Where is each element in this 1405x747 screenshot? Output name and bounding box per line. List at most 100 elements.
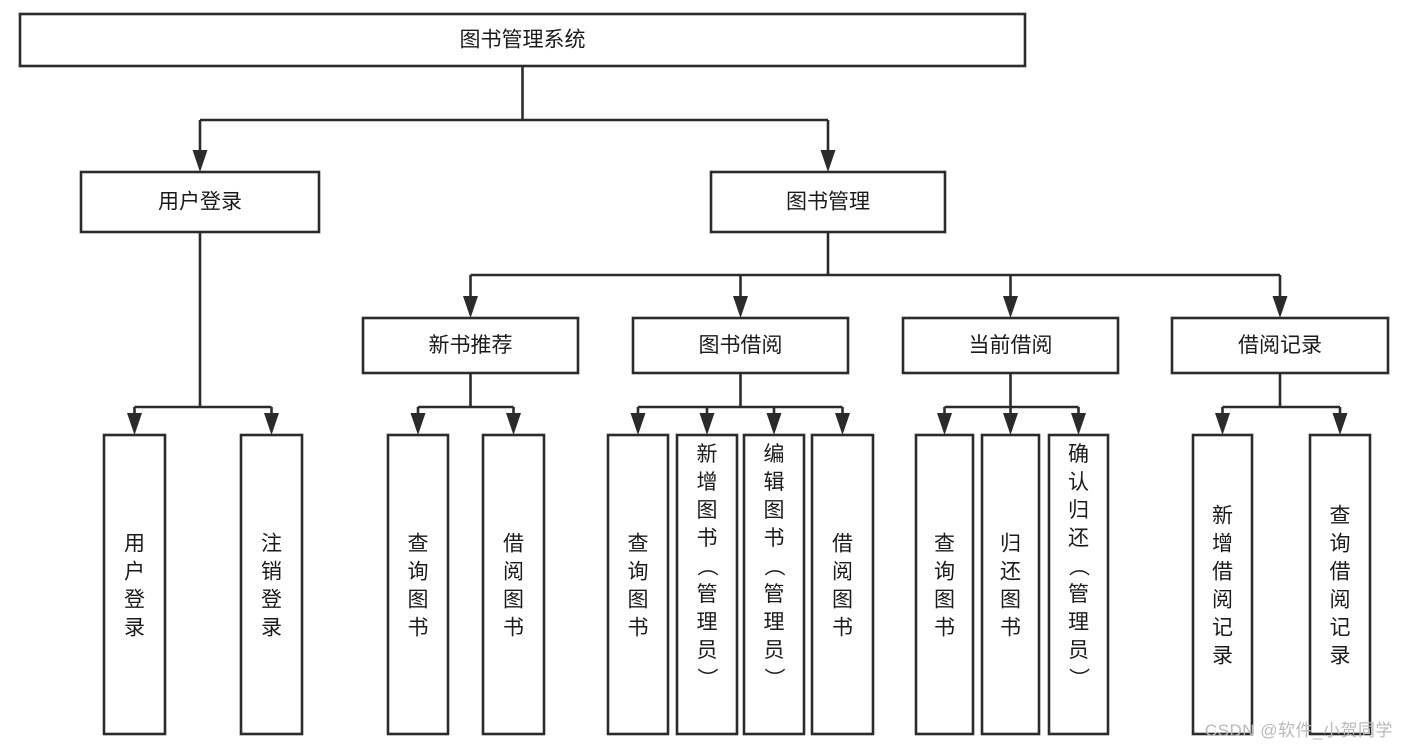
node-label-char: 增	[1212, 532, 1233, 555]
node-label-char: 管	[697, 583, 718, 606]
arrow-head-icon	[1332, 413, 1348, 435]
node-label-char: 询	[934, 560, 955, 583]
node-label-char: 录	[261, 616, 282, 639]
node-label-char: 还	[1068, 527, 1089, 550]
node-box-user-login[interactable]	[79, 170, 321, 234]
node-leaf-user-login[interactable]: 用户登录	[102, 433, 167, 736]
node-book-manage[interactable]: 图书管理	[709, 170, 947, 234]
node-label-char: 阅	[1330, 588, 1351, 611]
arrow-head-icon	[630, 413, 646, 435]
node-label-char: 查	[408, 532, 429, 555]
node-label-char: 询	[1330, 532, 1351, 555]
node-box-leaf-user-login[interactable]	[102, 433, 167, 736]
node-user-login[interactable]: 用户登录	[79, 170, 321, 234]
node-root[interactable]: 图书管理系统	[18, 12, 1027, 68]
node-box-leaf-confirm-return-admin[interactable]	[1047, 433, 1110, 736]
node-label-char: 图	[503, 588, 524, 611]
node-label-char: 询	[408, 560, 429, 583]
node-book-borrow[interactable]: 图书借阅	[631, 316, 850, 375]
node-borrow-record[interactable]: 借阅记录	[1170, 316, 1390, 375]
node-label-char: 借	[1330, 560, 1351, 583]
node-box-leaf-add-borrow-record[interactable]	[1191, 433, 1254, 736]
node-label-char: 管	[764, 583, 785, 606]
node-box-leaf-query-book-current[interactable]	[914, 433, 975, 736]
node-label-user-login: 用户登录	[158, 191, 242, 214]
node-label-char: 书	[503, 616, 524, 639]
node-label-char: 查	[628, 532, 649, 555]
node-box-leaf-logout[interactable]	[239, 433, 304, 736]
node-label-char: 记	[1330, 616, 1351, 639]
node-boxes: 图书管理系统用户登录图书管理新书推荐图书借阅当前借阅借阅记录用户登录注销登录查询…	[18, 12, 1390, 736]
node-label-char: 借	[832, 532, 853, 555]
node-label-char: 借	[503, 532, 524, 555]
arrow-head-icon	[1003, 413, 1018, 435]
node-box-book-manage[interactable]	[709, 170, 947, 234]
node-box-book-borrow[interactable]	[631, 316, 850, 375]
node-box-leaf-borrow-book[interactable]	[810, 433, 875, 736]
node-box-leaf-edit-book-admin[interactable]	[742, 433, 806, 736]
node-label-char: 理	[1068, 611, 1089, 634]
node-label-char: 阅	[503, 560, 524, 583]
node-label-char: 查	[934, 532, 955, 555]
node-label-char: 图	[408, 588, 429, 611]
arrow-head-icon	[506, 413, 521, 435]
node-box-leaf-return-book[interactable]	[980, 433, 1041, 736]
node-label-char: 录	[1212, 644, 1233, 667]
node-label-char: 图	[934, 588, 955, 611]
node-new-book-recommend[interactable]: 新书推荐	[361, 316, 580, 375]
node-label-char: ）	[762, 668, 785, 689]
node-label-char: 户	[124, 560, 145, 583]
node-label-char: 图	[832, 588, 853, 611]
arrow-head-icon	[1272, 296, 1288, 318]
arrow-head-icon	[1003, 296, 1018, 318]
node-box-new-book-recommend[interactable]	[361, 316, 580, 375]
node-label-char: 员	[764, 639, 785, 662]
node-label-char: 书	[408, 616, 429, 639]
node-label-char: ）	[695, 668, 718, 689]
arrow-head-icon	[192, 150, 208, 172]
node-label-char: 新	[1212, 504, 1233, 527]
node-label-book-manage: 图书管理	[786, 191, 870, 214]
node-box-leaf-query-book-borrow[interactable]	[606, 433, 670, 736]
node-label-char: 阅	[832, 560, 853, 583]
node-box-borrow-record[interactable]	[1170, 316, 1390, 375]
node-label-char: 员	[697, 639, 718, 662]
node-label-char: 书	[628, 616, 649, 639]
node-label-char: （	[762, 556, 785, 577]
node-label-char: 归	[1000, 532, 1021, 555]
arrow-head-icon	[410, 413, 426, 435]
node-label-book-borrow: 图书借阅	[699, 334, 783, 357]
node-box-root[interactable]	[18, 12, 1027, 68]
node-box-leaf-add-book-admin[interactable]	[675, 433, 739, 736]
arrow-head-icon	[1071, 413, 1086, 435]
node-label-char: 借	[1212, 560, 1233, 583]
node-label-char: 编	[764, 443, 785, 466]
node-label-char: 新	[697, 443, 718, 466]
node-box-leaf-query-book-rec[interactable]	[386, 433, 450, 736]
node-label-char: 归	[1068, 499, 1089, 522]
node-label-char: 登	[124, 588, 145, 611]
node-label-char: 辑	[764, 471, 785, 494]
node-current-borrow[interactable]: 当前借阅	[901, 316, 1120, 375]
arrow-head-icon	[127, 413, 142, 435]
node-box-current-borrow[interactable]	[901, 316, 1120, 375]
node-box-leaf-query-borrow-record[interactable]	[1308, 433, 1372, 736]
node-label-new-book-recommend: 新书推荐	[429, 334, 513, 357]
node-box-leaf-borrow-book-rec[interactable]	[481, 433, 546, 736]
node-label-char: 图	[1000, 588, 1021, 611]
node-label-char: 书	[934, 616, 955, 639]
node-label-char: （	[1067, 556, 1090, 577]
